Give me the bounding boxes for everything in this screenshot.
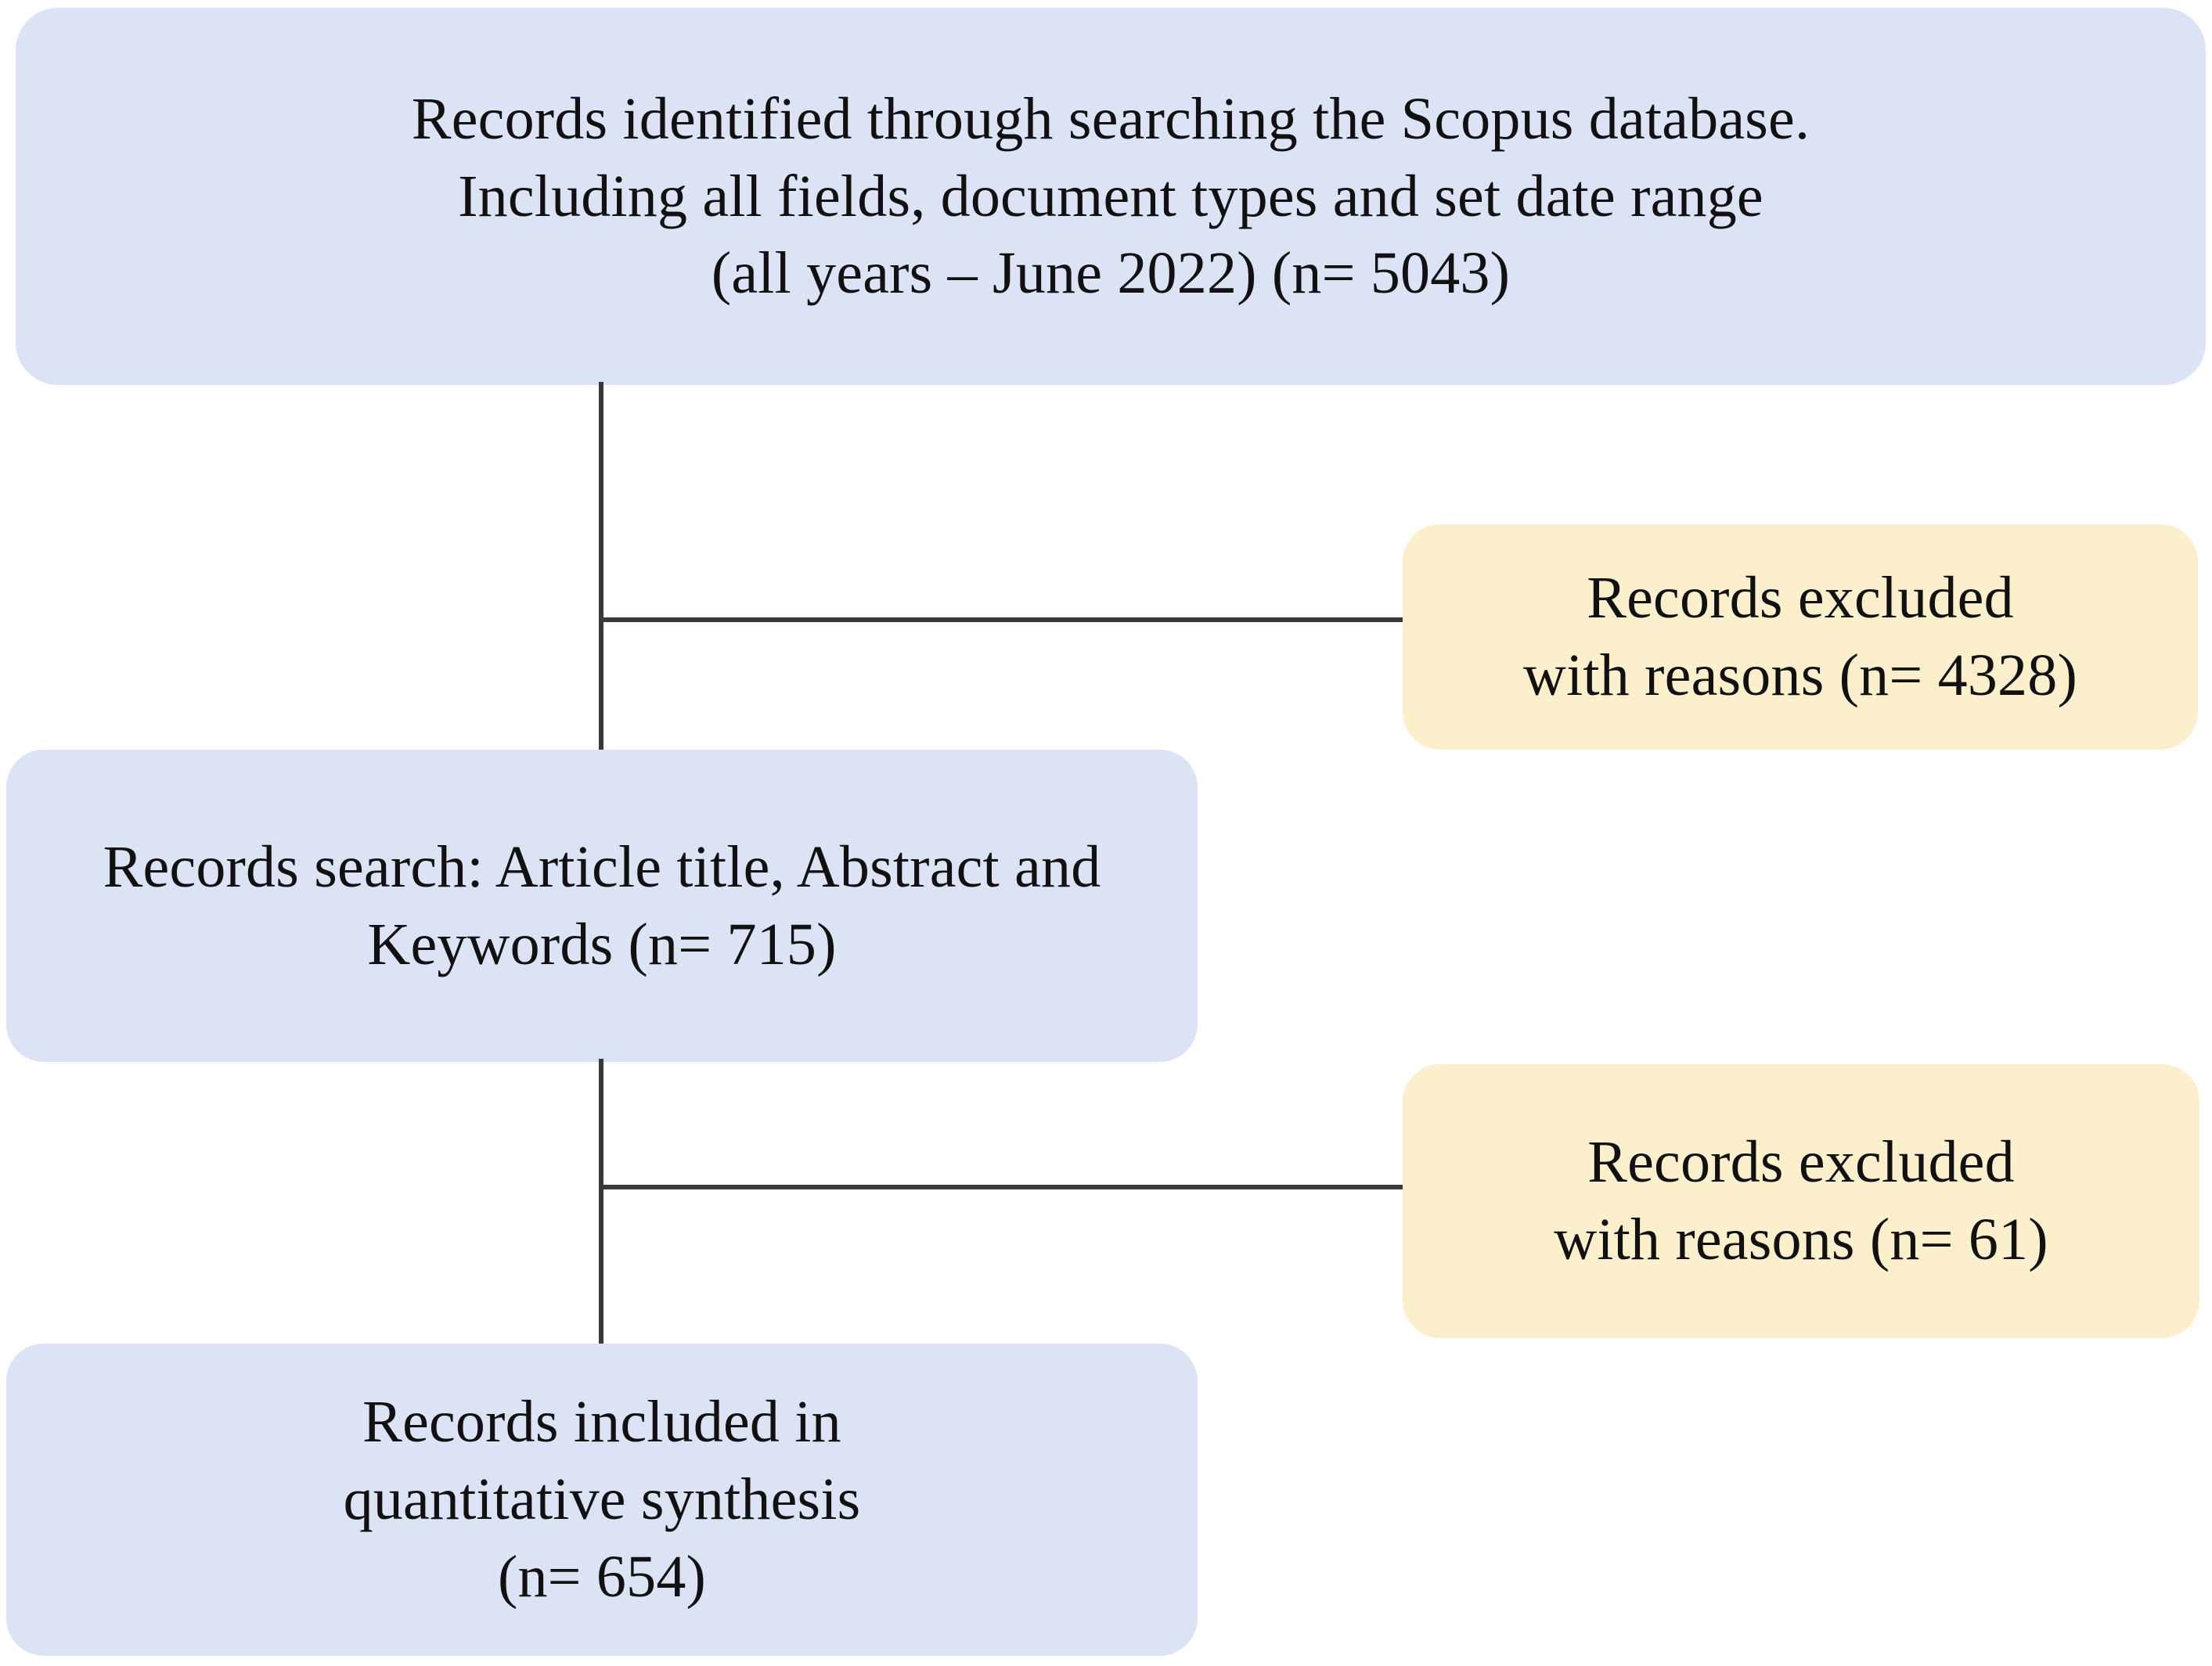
records-included-box: Records included in quantitative synthes… xyxy=(6,1344,1198,1656)
connector-branch-to-excluded-1 xyxy=(599,617,1404,622)
records-identified-box: Records identified through searching the… xyxy=(16,8,2206,385)
connector-branch-to-excluded-2 xyxy=(599,1185,1404,1189)
connector-identified-to-search xyxy=(599,382,603,753)
records-excluded-2-line-2: with reasons (n= 61) xyxy=(1554,1207,2048,1272)
records-identified-line-1: Records identified through searching the… xyxy=(411,85,1810,152)
records-excluded-2-line-1: Records excluded xyxy=(1587,1129,2015,1196)
records-identified-line-2: Including all fields, document types and… xyxy=(458,163,1763,229)
records-search-line-2: Keywords (n= 715) xyxy=(367,911,837,977)
records-included-line-3: (n= 654) xyxy=(497,1543,707,1610)
records-excluded-1-box: Records excluded with reasons (n= 4328) xyxy=(1403,524,2198,750)
records-search-line-1: Records search: Article title, Abstract … xyxy=(103,833,1101,900)
records-excluded-1-line-2: with reasons (n= 4328) xyxy=(1523,642,2077,708)
records-included-line-1: Records included in xyxy=(362,1389,841,1456)
records-excluded-1-line-1: Records excluded xyxy=(1587,565,2014,631)
connector-search-to-included xyxy=(599,1059,603,1347)
records-search-box: Records search: Article title, Abstract … xyxy=(6,750,1198,1062)
records-excluded-2-box: Records excluded with reasons (n= 61) xyxy=(1403,1064,2199,1338)
records-identified-line-3: (all years – June 2022) (n= 5043) xyxy=(711,240,1511,307)
records-included-line-2: quantitative synthesis xyxy=(343,1466,861,1533)
